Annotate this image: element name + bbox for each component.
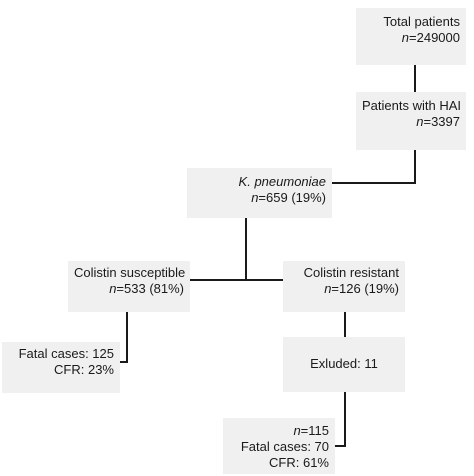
node-final-fatal: Fatal cases: 70 — [240, 439, 329, 454]
node-total-patients: Total patients n=249000 — [356, 8, 466, 65]
n-symbol: n — [251, 190, 259, 205]
n-symbol: n — [293, 423, 301, 438]
n-symbol: n — [401, 30, 410, 45]
connector-susceptible-fatal — [120, 312, 128, 363]
node-colistin-susceptible: Colistin susceptible n=533 (81%) — [68, 261, 190, 312]
node-fatal-susc-cases: Fatal cases: 125 — [18, 346, 114, 361]
node-final-count: =115 — [300, 423, 329, 438]
node-total-label: Total patients — [383, 14, 460, 29]
connector-hai-kpn — [332, 150, 416, 184]
n-symbol: n — [324, 281, 332, 296]
node-k-pneumoniae: K. pneumoniae n=659 (19%) — [187, 168, 332, 218]
node-resistant-label: Colistin resistant — [303, 265, 399, 280]
node-excluded-label: Exluded: 11 — [310, 356, 378, 371]
n-symbol: n — [109, 281, 117, 296]
connector-excluded-final — [335, 392, 346, 447]
node-kpn-count: =659 (19%) — [258, 190, 326, 205]
node-patients-hai: Patients with HAI n=3397 — [356, 92, 466, 150]
node-susceptible-count: =533 (81%) — [116, 281, 184, 296]
n-symbol: n — [416, 114, 424, 129]
node-total-count: =249000 — [409, 30, 460, 45]
node-colistin-resistant: Colistin resistant n=126 (19%) — [283, 261, 405, 312]
node-fatal-susceptible: Fatal cases: 125 CFR: 23% — [2, 342, 120, 393]
node-hai-label: Patients with HAI — [362, 98, 461, 113]
node-final-resistant: n=115 Fatal cases: 70 CFR: 61% — [223, 418, 335, 474]
node-fatal-susc-cfr: CFR: 23% — [54, 362, 114, 377]
node-excluded: Exluded: 11 — [283, 337, 405, 392]
node-hai-count: =3397 — [423, 114, 460, 129]
node-kpn-label: K. pneumoniae — [238, 174, 326, 189]
node-susceptible-label: Colistin susceptible — [74, 265, 186, 280]
node-final-cfr: CFR: 61% — [269, 455, 329, 470]
node-resistant-count: =126 (19%) — [331, 281, 399, 296]
